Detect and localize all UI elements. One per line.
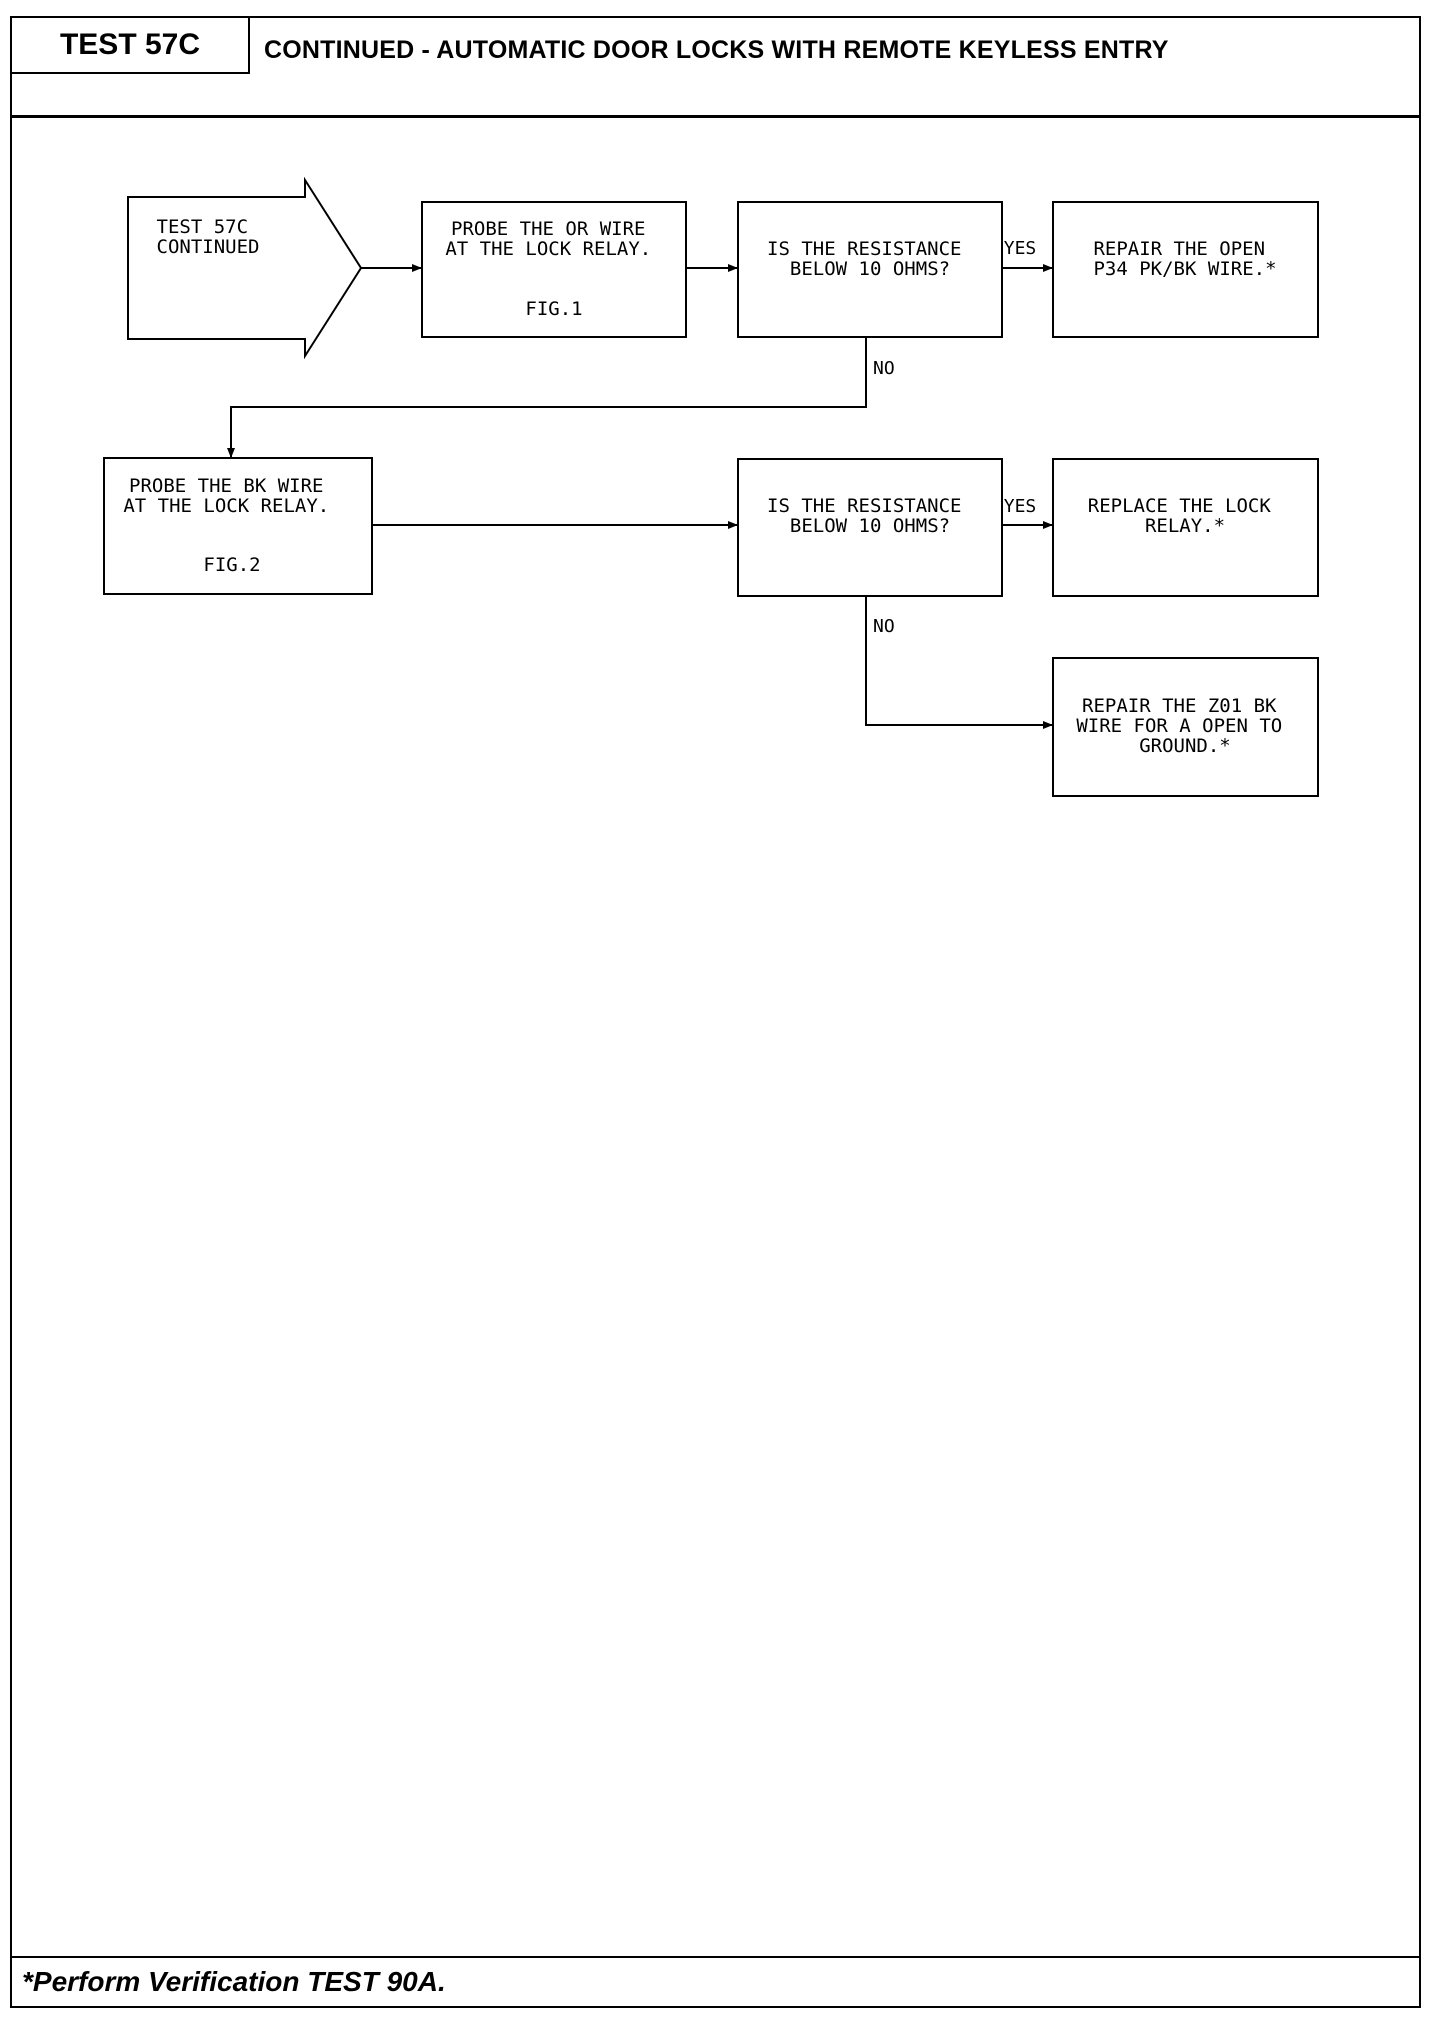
resistance-question-2-text: IS THE RESISTANCE BELOW 10 OHMS? xyxy=(767,495,973,537)
no-label-1: NO xyxy=(873,358,895,379)
replace-relay-text: REPLACE THE LOCK RELAY.* xyxy=(1088,495,1282,537)
test-id: TEST 57C xyxy=(12,18,250,74)
footer-note: *Perform Verification TEST 90A. xyxy=(22,1966,446,1997)
start-arrow-shape xyxy=(127,176,363,360)
replace-relay-box xyxy=(1052,458,1319,597)
probe-bk-wire-text: PROBE THE BK WIRE AT THE LOCK RELAY. FIG… xyxy=(123,475,340,576)
connector-question-2-no xyxy=(865,596,1053,729)
header: TEST 57C CONTINUED - AUTOMATIC DOOR LOCK… xyxy=(12,18,1419,118)
repair-z01-text: REPAIR THE Z01 BK WIRE FOR A OPEN TO GRO… xyxy=(1076,695,1293,757)
probe-bk-wire-box xyxy=(103,457,373,595)
resistance-question-1-box xyxy=(737,201,1003,338)
probe-or-wire-box xyxy=(421,201,687,338)
yes-label-2: YES xyxy=(1004,496,1037,517)
page-frame: TEST 57C CONTINUED - AUTOMATIC DOOR LOCK… xyxy=(10,16,1421,2008)
yes-label-1: YES xyxy=(1004,238,1037,259)
footer: *Perform Verification TEST 90A. xyxy=(12,1956,1419,2006)
no-label-2: NO xyxy=(873,616,895,637)
repair-z01-box xyxy=(1052,657,1319,797)
repair-p34-box xyxy=(1052,201,1319,338)
resistance-question-2-box xyxy=(737,458,1003,597)
resistance-question-1-text: IS THE RESISTANCE BELOW 10 OHMS? xyxy=(767,238,973,280)
header-title: CONTINUED - AUTOMATIC DOOR LOCKS WITH RE… xyxy=(264,36,1169,64)
probe-or-wire-text: PROBE THE OR WIRE AT THE LOCK RELAY. FIG… xyxy=(445,218,662,320)
start-text: TEST 57C CONTINUED xyxy=(157,216,260,258)
connector-question-1-no xyxy=(227,337,867,458)
repair-p34-text: REPAIR THE OPEN P34 PK/BK WIRE.* xyxy=(1093,238,1276,280)
